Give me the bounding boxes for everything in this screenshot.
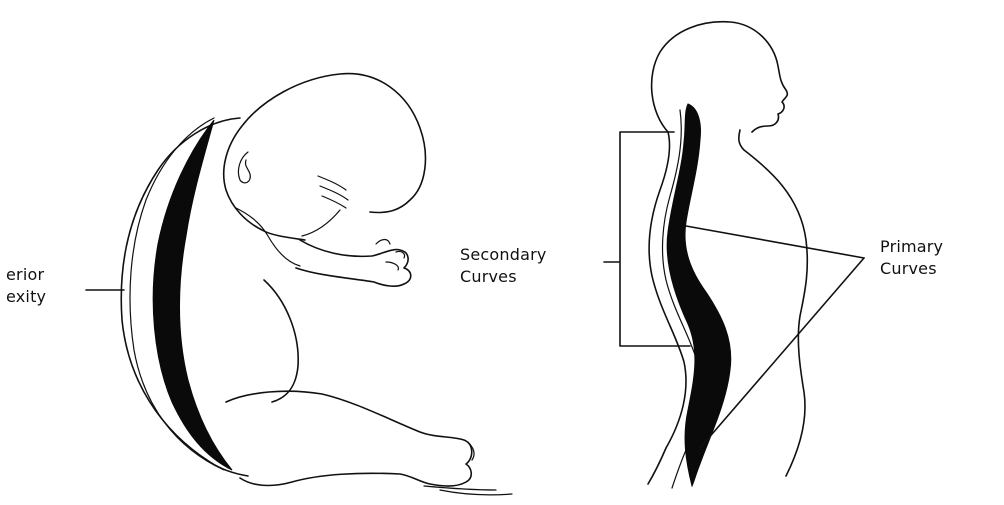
fetus-face-lines xyxy=(302,176,348,236)
fetus-spine xyxy=(153,120,232,470)
fetus-ear xyxy=(238,152,250,183)
secondary-curves-label: Secondary Curves xyxy=(460,244,547,288)
adult-front-outline xyxy=(739,130,808,476)
fetus-leg xyxy=(226,391,472,486)
secondary-label-line1: Secondary xyxy=(460,244,547,266)
fetus-figure xyxy=(121,74,512,495)
adult-spine xyxy=(667,104,731,486)
secondary-label-line2: Curves xyxy=(460,266,547,288)
primary-label-line2: Curves xyxy=(880,258,943,280)
primary-label-line1: Primary xyxy=(880,236,943,258)
fetus-foot-lines xyxy=(424,442,512,495)
adult-head-outline xyxy=(652,22,788,132)
fetus-belly xyxy=(264,280,298,402)
primary-pointer-upper xyxy=(686,226,864,258)
adult-figure xyxy=(648,22,807,488)
primary-curves-label: Primary Curves xyxy=(880,236,943,280)
anterior-label-line2: exity xyxy=(6,286,46,308)
fetus-neck xyxy=(236,208,300,266)
anterior-convexity-label: erior exity xyxy=(6,264,46,308)
fetus-fingers xyxy=(376,240,405,271)
anterior-label-line1: erior xyxy=(6,264,46,286)
